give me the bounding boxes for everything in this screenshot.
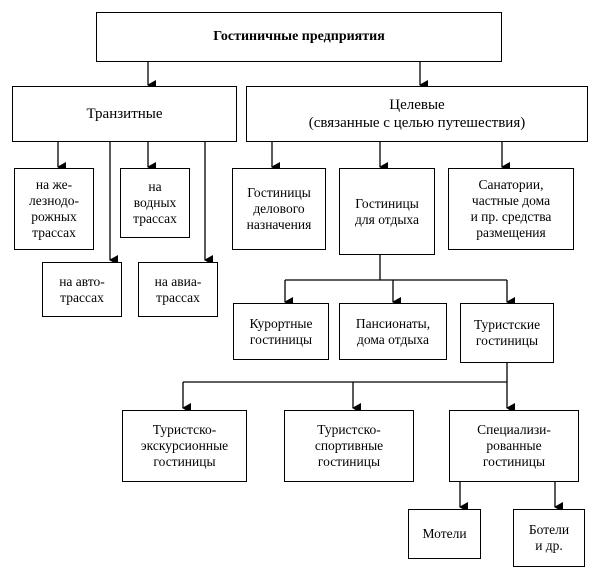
node-excursion-label: Туристско- экскурсионные гостиницы	[140, 422, 229, 469]
node-rail-label: на же- лезнодо- рожных трассах	[29, 177, 79, 240]
node-tourist: Туристские гостиницы	[460, 303, 554, 363]
node-water-label: на водных трассах	[133, 179, 177, 226]
node-rest-label: Гостиницы для отдыха	[355, 195, 419, 227]
node-transit-label: Транзитные	[86, 106, 163, 122]
node-boarding-label: Пансионаты, дома отдыха	[355, 315, 431, 347]
node-business-label: Гостиницы делового назначения	[246, 185, 312, 232]
node-sanatoria-label: Санатории, частные дома и пр. средства р…	[470, 177, 552, 240]
node-avia-label: на авиа- трассах	[154, 273, 202, 305]
node-boarding: Пансионаты, дома отдыха	[339, 303, 447, 360]
node-target: Целевые (связанные с целью путешествия)	[246, 86, 588, 142]
node-root: Гостиничные предприятия	[96, 12, 502, 62]
node-botels-label: Ботели и др.	[528, 522, 570, 553]
node-resort-label: Курортные гостиницы	[249, 315, 313, 347]
node-root-label: Гостиничные предприятия	[213, 29, 385, 44]
node-motels-label: Мотели	[422, 526, 467, 541]
node-transit: Транзитные	[12, 86, 237, 142]
node-motels: Мотели	[408, 509, 481, 559]
node-resort: Курортные гостиницы	[233, 303, 329, 360]
node-sport: Туристско- спортивные гостиницы	[284, 410, 414, 482]
node-specialized: Специализи- рованные гостиницы	[449, 410, 579, 482]
node-business: Гостиницы делового назначения	[232, 168, 326, 250]
node-sport-label: Туристско- спортивные гостиницы	[314, 422, 384, 469]
node-rest: Гостиницы для отдыха	[339, 168, 435, 255]
node-auto: на авто- трассах	[42, 262, 122, 317]
node-target-label: Целевые (связанные с целью путешествия)	[308, 97, 526, 131]
node-excursion: Туристско- экскурсионные гостиницы	[122, 410, 247, 482]
node-specialized-label: Специализи- рованные гостиницы	[477, 422, 551, 469]
node-botels: Ботели и др.	[513, 509, 585, 567]
node-sanatoria: Санатории, частные дома и пр. средства р…	[448, 168, 574, 250]
node-avia: на авиа- трассах	[138, 262, 218, 317]
node-rail: на же- лезнодо- рожных трассах	[14, 168, 94, 250]
node-tourist-label: Туристские гостиницы	[473, 317, 541, 348]
node-water: на водных трассах	[120, 168, 190, 238]
node-auto-label: на авто- трассах	[59, 273, 105, 305]
